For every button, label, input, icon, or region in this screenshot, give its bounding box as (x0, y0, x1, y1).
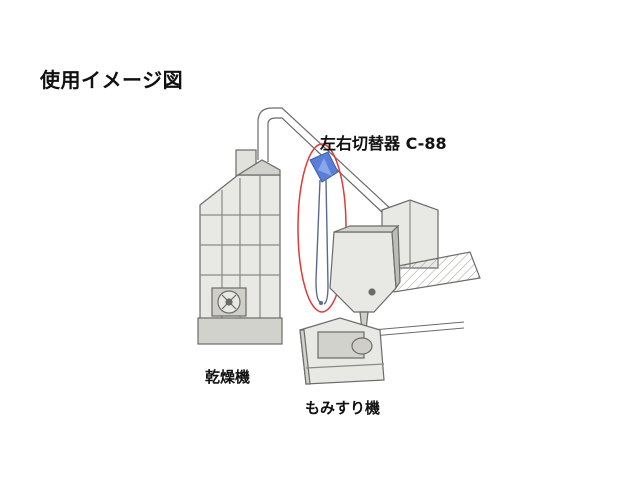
rice-huller (299, 317, 385, 385)
transfer-pipe (257, 107, 393, 215)
switcher-label: 左右切替器 C-88 (320, 134, 447, 153)
left-right-switcher (309, 151, 339, 305)
floor-line (371, 321, 465, 331)
hopper (329, 224, 401, 331)
huller-label: もみすり機 (305, 399, 381, 417)
dryer-label: 乾燥機 (205, 368, 251, 386)
page-title: 使用イメージ図 (40, 68, 184, 92)
grain-dryer (197, 149, 283, 345)
